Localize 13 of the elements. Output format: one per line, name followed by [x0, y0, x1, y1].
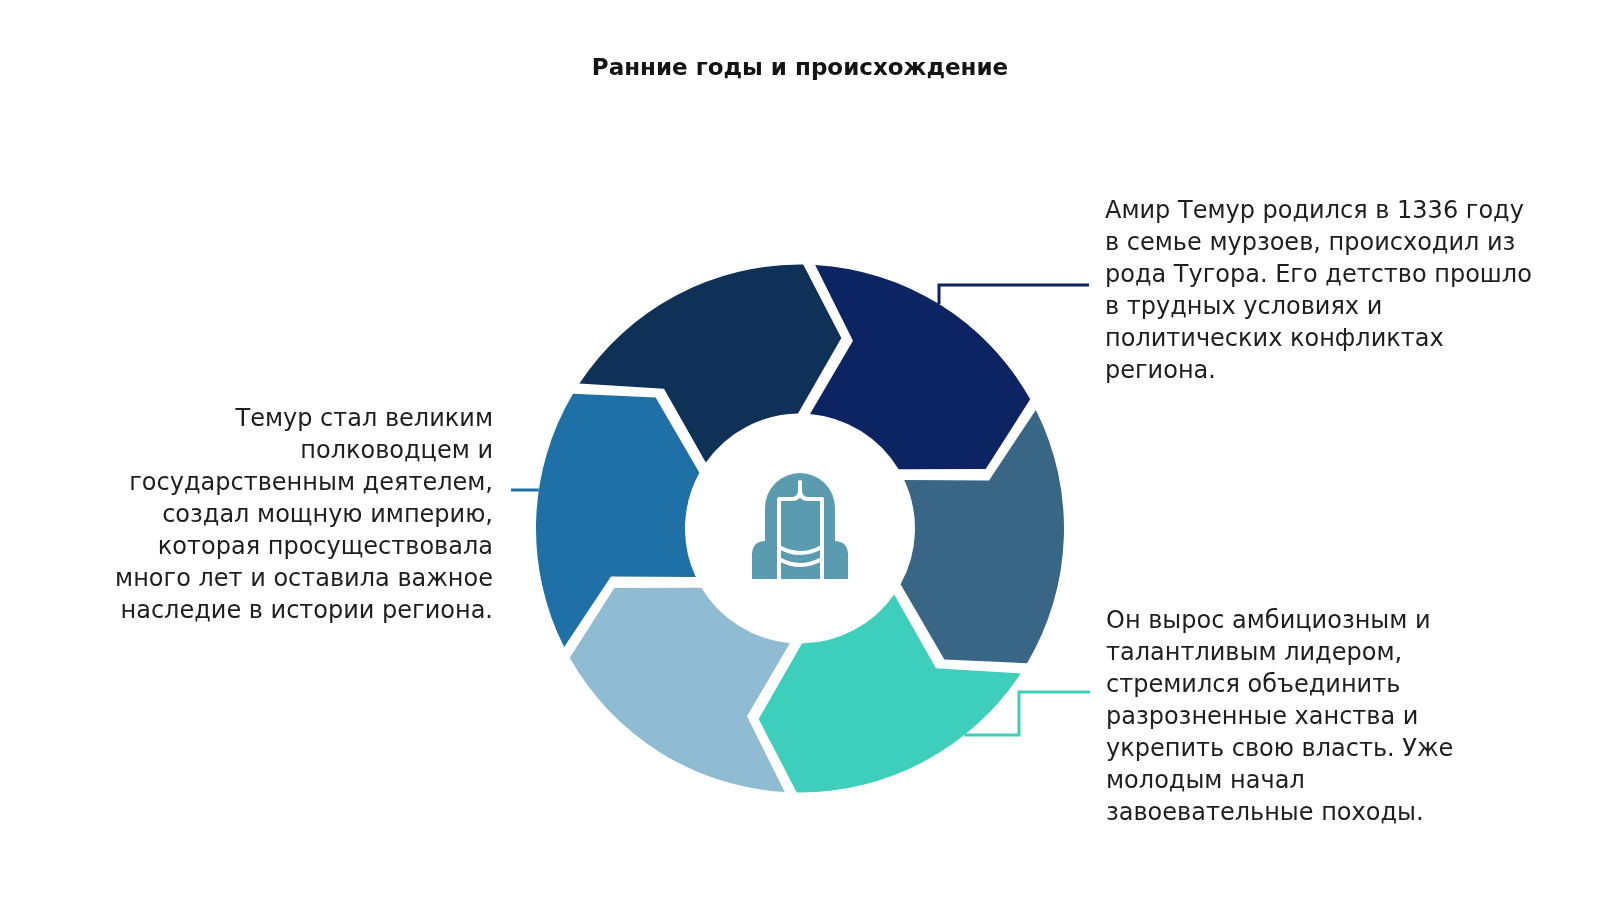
- ring-segment: [900, 409, 1064, 664]
- ring-segment: [569, 587, 790, 793]
- ring-segment: [810, 264, 1031, 470]
- diagram-title: Ранние годы и происхождение: [591, 53, 1009, 82]
- description-text: Амир Темур родился в 1336 году в семье мурзоев, происходил из рода Тугора. Его детство прошло в трудных условиях и политических конфликтах региона.: [1105, 195, 1533, 386]
- leader-line: [964, 690, 1090, 737]
- description-text: Он вырос амбициозным и талантливым лидером, стремился объединить разрозненные ханства и укрепить свою власть. Уже молодым начал завоевательные походы.: [1106, 605, 1455, 828]
- leader-line: [937, 283, 1089, 305]
- ring-segment: [579, 264, 842, 463]
- leader-line: [511, 488, 539, 492]
- ring-segment: [536, 393, 700, 648]
- description-text: Темур стал великим полководцем и государственным деятелем, создал мощную империю, которая просуществовала много лет и оставила важное наследие в истории региона.: [114, 403, 493, 626]
- ring-segment: [758, 594, 1021, 793]
